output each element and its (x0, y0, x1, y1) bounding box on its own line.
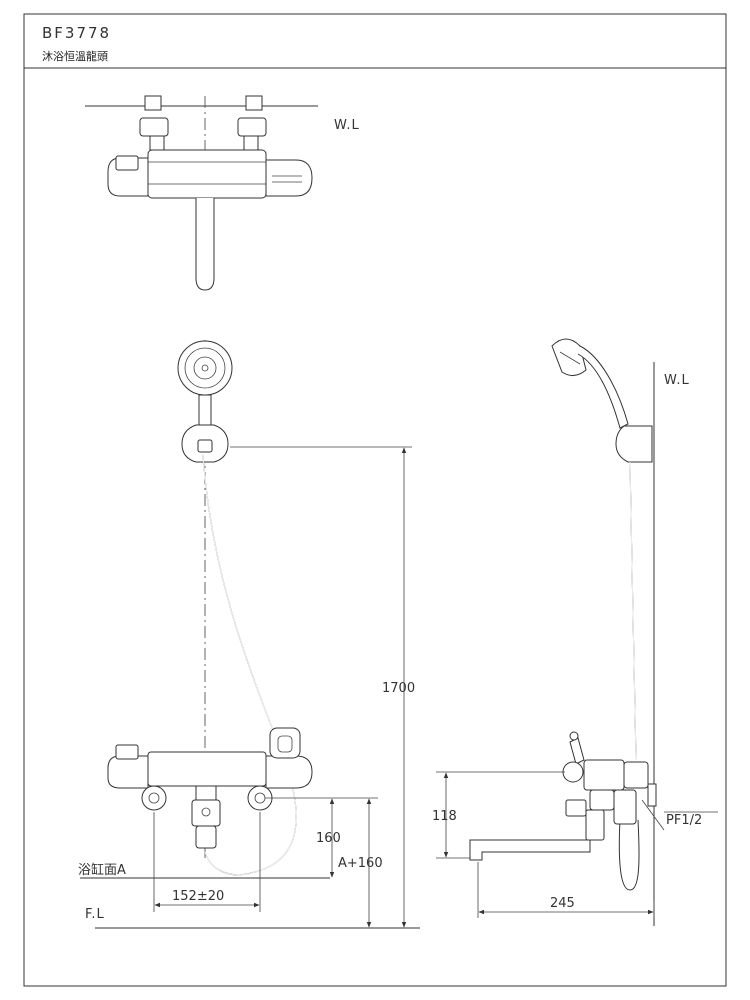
product-name: 沐浴恒溫龍頭 (42, 49, 108, 63)
side-wall-flange (647, 783, 657, 807)
front-view: 浴缸面A F.L 1700 160 A+160 152±20 (78, 340, 420, 929)
top-left-connector-nut (139, 117, 169, 137)
side-view: W.L PF1/2 118 (432, 338, 718, 926)
front-hose-hook (269, 727, 301, 759)
front-spout-nut (191, 799, 221, 827)
front-right-handle (265, 755, 313, 789)
shower-handle (198, 394, 212, 426)
side-bracket (615, 425, 653, 463)
side-shower-handle (577, 345, 629, 429)
pipe-thread-label: PF1/2 (666, 813, 702, 828)
top-wall-label: W.L (334, 118, 360, 133)
dim-1700-text: 1700 (382, 681, 415, 696)
front-valve-body (147, 751, 267, 787)
model-number: BF3778 (42, 24, 111, 42)
drawing-frame (23, 13, 727, 987)
front-left-handle (107, 755, 149, 789)
top-spout (195, 198, 215, 291)
side-inlet-nut (613, 789, 637, 825)
floor-label: F.L (85, 907, 105, 922)
top-left-connector-cap (144, 95, 162, 111)
top-right-handle (265, 159, 313, 197)
dim-160-text: 160 (316, 831, 341, 846)
side-spout (469, 839, 591, 861)
dim-a160-text: A+160 (338, 856, 383, 871)
side-lever (569, 737, 585, 765)
dim-245-text: 245 (550, 896, 575, 911)
side-valve-body (583, 759, 625, 791)
top-left-connector-body (149, 135, 165, 151)
front-spout-top (195, 785, 217, 801)
front-left-inlet (141, 785, 167, 811)
side-wall-label: W.L (664, 373, 690, 388)
tub-surface-label: 浴缸面A (78, 862, 126, 878)
side-valve-knob (562, 761, 584, 783)
top-view: W.L (85, 95, 360, 291)
top-valve-body (147, 149, 267, 199)
dim-118-text: 118 (432, 809, 457, 824)
shower-head (177, 340, 233, 396)
top-right-connector-nut (237, 117, 267, 137)
top-right-connector-body (243, 135, 259, 151)
dim-152-text: 152±20 (172, 889, 224, 904)
top-right-connector-cap (245, 95, 263, 111)
